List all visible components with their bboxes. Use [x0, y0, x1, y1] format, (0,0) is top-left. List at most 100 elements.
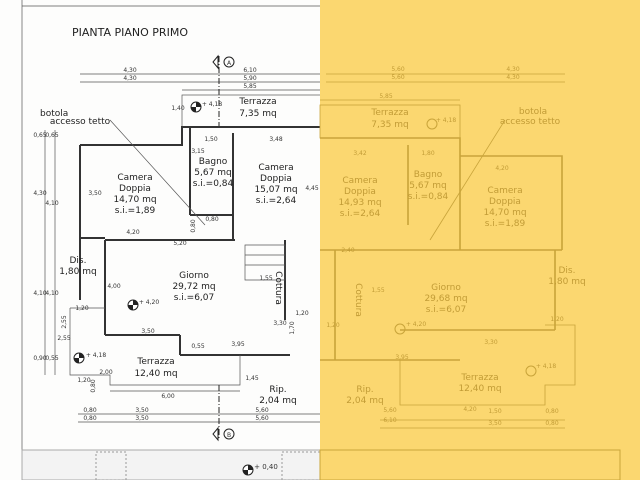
dim-label: 2,55: [57, 335, 71, 342]
dim-label: 0,80: [205, 216, 219, 223]
right-plan: 5,60 5,60 4,30 4,30 5,85 Terrazza 7,35 m…: [319, 66, 621, 480]
dim-label: 0,80: [83, 407, 97, 414]
room-name: Dis.: [559, 266, 576, 276]
level-label: + 4,18: [436, 117, 456, 124]
dim-label: 4,20: [495, 165, 509, 172]
dim-label: 3,95: [395, 354, 409, 361]
room-name: Bagno: [414, 170, 443, 180]
dim-label: 1,50: [488, 408, 502, 415]
dim-label: 5,60: [391, 66, 405, 73]
dim-label: 4,00: [107, 283, 121, 290]
dim-label: 4,10: [45, 200, 59, 207]
level-label: + 4,18: [202, 101, 222, 108]
dim-label: 6,10: [383, 417, 397, 424]
room-name: Rip.: [356, 385, 373, 395]
room-si: s.i.=6,07: [426, 305, 467, 315]
dim-label: 1,55: [371, 287, 385, 294]
room-area: 12,40 mq: [458, 384, 501, 394]
dim-label: 0,80: [545, 420, 559, 427]
dim-label: 5,85: [243, 83, 257, 90]
room-name: Terrazza: [136, 357, 174, 367]
dim-label: 1,45: [245, 375, 259, 382]
room-si: s.i.=6,07: [174, 293, 215, 303]
dim-label: 5,20: [173, 240, 187, 247]
dim-label: 6,00: [161, 393, 175, 400]
dim-label: 0,90: [33, 355, 47, 362]
level-label: + 4,18: [86, 352, 106, 359]
room-area: 7,35 mq: [239, 109, 276, 119]
room-name: Camera: [487, 186, 522, 196]
dim-label: 4,10: [45, 290, 59, 297]
botola-label: botola: [40, 109, 68, 119]
room-si: s.i.=1,89: [485, 219, 526, 229]
highlight-overlay: [320, 0, 640, 480]
dim-label: 3,50: [488, 420, 502, 427]
room-name: Rip.: [269, 385, 286, 395]
level-marker: + 4,20: [394, 321, 426, 335]
dim-label: 0,65: [45, 132, 59, 139]
dim-label: 0,55: [191, 343, 205, 350]
room-name: Doppia: [344, 187, 376, 197]
room-area: 1,80 mq: [59, 267, 96, 277]
dim-label: 3,50: [141, 328, 155, 335]
dim-label: 3,30: [273, 320, 287, 327]
dim-label: 3,50: [135, 415, 149, 422]
dim-label: 1,80: [421, 150, 435, 157]
room-name: Terrazza: [460, 373, 498, 383]
level-marker: + 4,18: [73, 352, 106, 364]
dim-label: 0,65: [33, 132, 47, 139]
room-name: Doppia: [260, 174, 292, 184]
level-marker: + 4,18: [525, 363, 556, 377]
dim-label: 3,50: [88, 190, 102, 197]
level-label: + 4,20: [406, 321, 426, 328]
room-name: Camera: [342, 176, 377, 186]
dim-label: 5,60: [391, 74, 405, 81]
level-label: + 4,18: [536, 363, 556, 370]
dim-label: 0,80: [90, 379, 97, 393]
dim-label: 4,30: [123, 75, 137, 82]
room-si: s.i.=0,84: [408, 192, 449, 202]
dim-label: 5,60: [255, 407, 269, 414]
dim-label: 3,42: [353, 150, 367, 157]
dim-label: 3,15: [191, 148, 205, 155]
section-marker-a: A: [212, 54, 235, 130]
dim-label: 3,95: [231, 341, 245, 348]
dim-label: 4,30: [123, 67, 137, 74]
room-name: Terrazza: [238, 97, 276, 107]
dim-label: 4,20: [126, 229, 140, 236]
level-marker: + 4,20: [127, 299, 159, 311]
dim-label: 4,30: [506, 74, 520, 81]
room-area: 29,68 mq: [424, 294, 467, 304]
dim-label: 5,60: [255, 415, 269, 422]
dim-label: 0,80: [190, 219, 197, 233]
dim-label: 2,55: [61, 315, 68, 329]
ground-band: [319, 449, 621, 480]
room-area: 15,07 mq: [254, 185, 297, 195]
dim-label: 3,50: [135, 407, 149, 414]
dim-label: 0,80: [545, 408, 559, 415]
dim-label: 1,50: [204, 136, 218, 143]
room-area: 14,70 mq: [113, 195, 156, 205]
room-area: 14,93 mq: [338, 198, 381, 208]
dim-label: 5,60: [383, 407, 397, 414]
botola-label: botola: [519, 107, 547, 117]
room-name: Cottura: [273, 271, 283, 305]
dim-label: 4,20: [463, 406, 477, 413]
dim-label: 0,55: [45, 355, 59, 362]
room-name: Bagno: [199, 157, 228, 167]
room-area: 29,72 mq: [172, 282, 215, 292]
dim-label: 4,10: [33, 290, 47, 297]
room-area: 2,04 mq: [346, 396, 383, 406]
dim-label: 2,00: [99, 369, 113, 376]
room-name: Cottura: [353, 283, 363, 317]
room-si: s.i.=2,64: [256, 196, 297, 206]
room-name: Dis.: [70, 256, 87, 266]
dim-label: 5,90: [243, 75, 257, 82]
dim-label: 4,30: [33, 190, 47, 197]
section-label: B: [227, 432, 231, 439]
room-name: Giorno: [431, 283, 461, 293]
room-area: 7,35 mq: [371, 120, 408, 130]
level-marker: + 4,18: [426, 117, 456, 130]
section-label: A: [227, 60, 232, 67]
dim-label: 4,30: [506, 66, 520, 73]
